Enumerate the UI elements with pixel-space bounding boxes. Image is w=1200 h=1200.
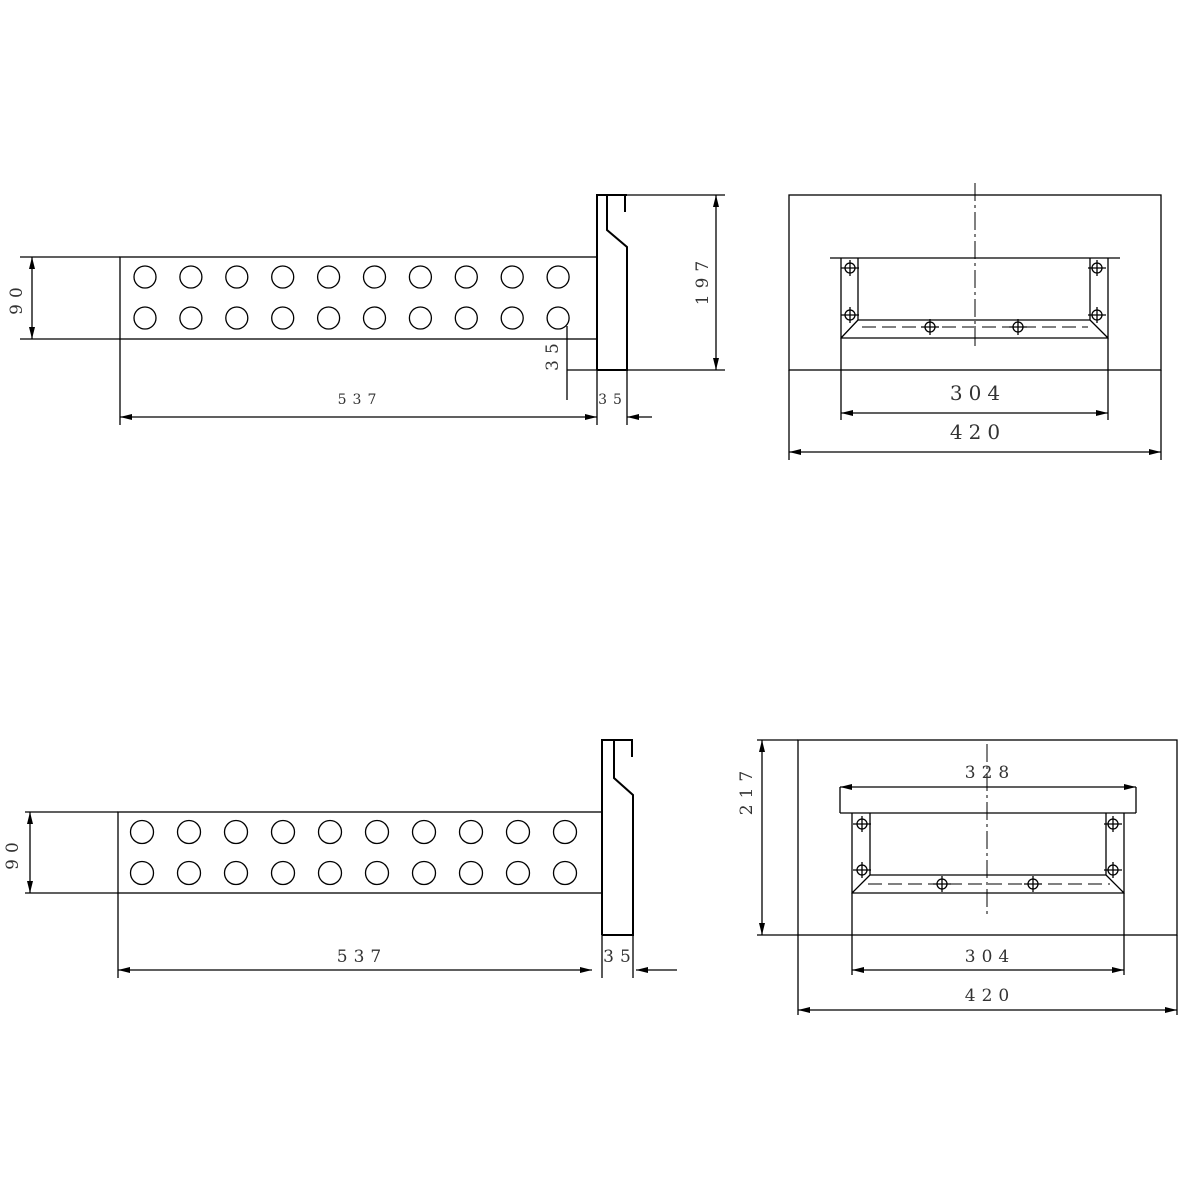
bolt-icon: [1088, 260, 1106, 276]
dim-label: 420: [950, 420, 1006, 444]
bolt-icon: [853, 816, 871, 832]
hole: [225, 306, 249, 330]
bolt-icon: [933, 876, 951, 892]
hole: [176, 819, 202, 845]
bolt-icon: [841, 307, 859, 323]
hole: [408, 306, 433, 330]
bolt-icon: [1104, 816, 1122, 832]
bracket: [596, 194, 628, 371]
dim-label: 35: [598, 392, 628, 408]
bolts: [853, 816, 1122, 892]
dim-label: 304: [965, 947, 1015, 967]
hole: [133, 265, 157, 289]
hole: [317, 860, 343, 886]
hole: [129, 819, 155, 845]
dimension-height-197: 197: [567, 194, 725, 371]
perforated-plate: [117, 811, 603, 894]
hole: [546, 265, 570, 289]
bottom-front-view: 217 328 304 420: [737, 739, 1178, 1015]
bolt-icon: [921, 319, 939, 335]
dim-label: 328: [965, 763, 1015, 783]
hole: [500, 265, 524, 289]
dimension-offset-35: 35: [543, 326, 568, 400]
dim-label: 537: [337, 947, 387, 967]
bolt-icon: [1104, 862, 1122, 878]
hole: [552, 860, 578, 886]
hole: [223, 819, 249, 845]
dimension-height-90: 90: [7, 256, 120, 340]
hole: [411, 819, 437, 845]
dim-label: 35: [603, 947, 637, 967]
hole: [129, 860, 155, 886]
dimension-length-537: 537 35: [119, 339, 652, 425]
hole: [316, 265, 341, 289]
hole: [223, 860, 249, 886]
hole: [362, 265, 387, 289]
dim-label: 217: [737, 765, 757, 815]
dim-label: 537: [338, 392, 383, 408]
bolt-icon: [841, 260, 859, 276]
dim-label: 35: [543, 337, 563, 371]
bracket: [601, 739, 634, 936]
hole: [179, 265, 203, 289]
bolts: [841, 260, 1106, 335]
hole: [317, 819, 343, 845]
hole: [364, 860, 390, 886]
hole: [458, 819, 484, 845]
hole: [271, 265, 295, 289]
dim-label: 304: [950, 381, 1006, 405]
hole: [133, 306, 157, 330]
perforated-plate: [119, 256, 598, 340]
hole: [364, 819, 390, 845]
hole: [408, 265, 433, 289]
bolt-icon: [1009, 319, 1027, 335]
hole: [500, 306, 524, 330]
hole: [271, 306, 295, 330]
hole: [505, 860, 531, 886]
hole: [270, 860, 296, 886]
top-side-view: 90 197 35 537 35: [7, 194, 725, 425]
hole: [454, 306, 478, 330]
hole: [179, 306, 203, 330]
top-front-view: 304 420: [788, 183, 1162, 460]
hole: [454, 265, 478, 289]
hole: [270, 819, 296, 845]
bolt-icon: [1024, 876, 1042, 892]
dim-label: 420: [965, 986, 1015, 1006]
hole: [458, 860, 484, 886]
hole: [546, 306, 570, 330]
hole: [552, 819, 578, 845]
hole: [176, 860, 202, 886]
hole: [225, 265, 249, 289]
hole-grid: [129, 819, 578, 886]
bolt-icon: [1088, 307, 1106, 323]
bottom-side-view: 90 537 35: [3, 739, 677, 978]
hole-grid: [133, 265, 570, 330]
dim-label: 90: [7, 281, 27, 315]
hole: [411, 860, 437, 886]
dim-label: 197: [693, 255, 713, 305]
dim-label: 90: [3, 836, 23, 870]
bolt-icon: [853, 862, 871, 878]
hole: [505, 819, 531, 845]
hole: [316, 306, 341, 330]
hole: [362, 306, 387, 330]
